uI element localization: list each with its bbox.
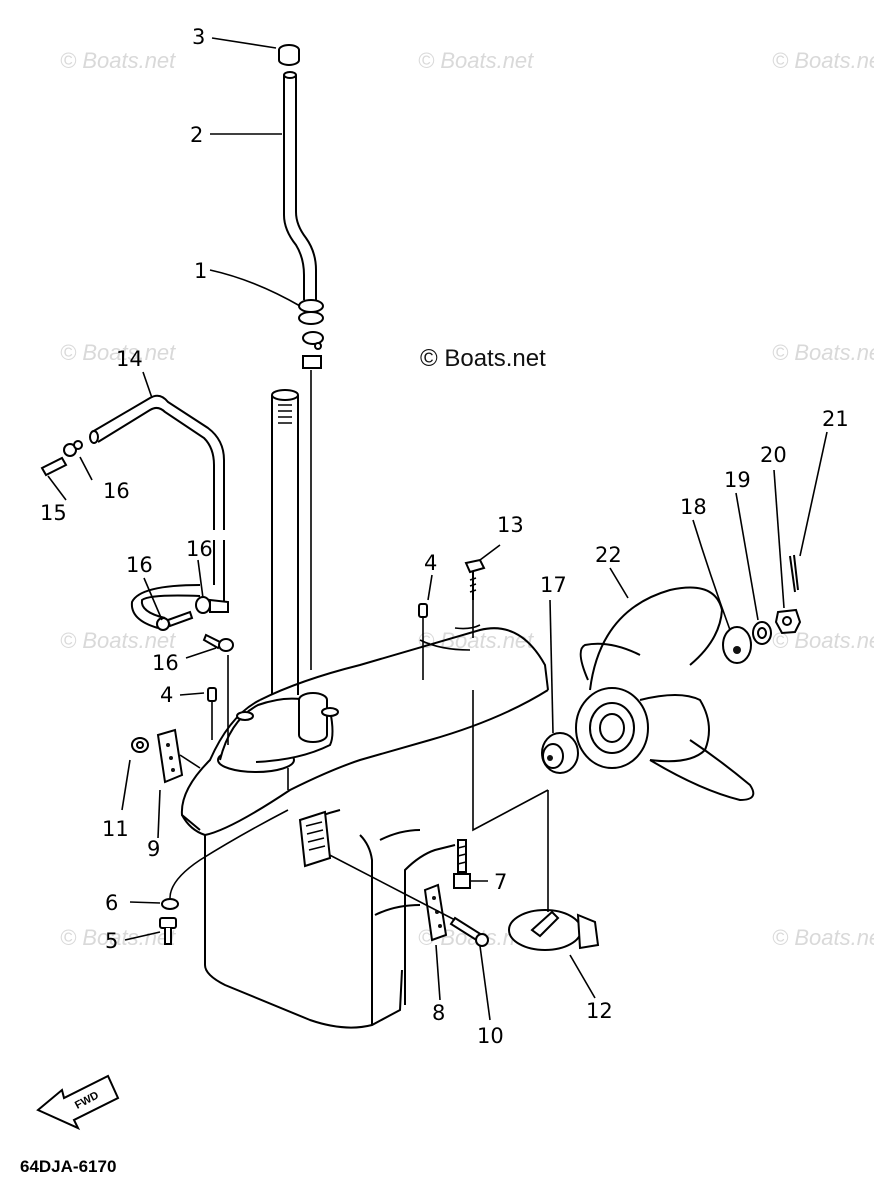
callout-6: 6 [105,891,118,915]
callout-16: 16 [152,651,179,675]
callout-7: 7 [494,870,507,894]
part-19-washer[interactable] [752,621,772,645]
callout-19: 19 [724,468,751,492]
part-3-grommet[interactable] [278,44,300,66]
watermark: © Boats.net [60,925,176,950]
watermark: © Boats.net [418,48,534,73]
part-20-nut[interactable] [774,608,802,635]
part-5-bolt[interactable] [159,917,177,945]
callout-22: 22 [595,543,622,567]
callout-16: 16 [186,537,213,561]
callout-16: 16 [103,479,130,503]
drive-shaft-housing-tube [271,389,299,695]
leader-lines [47,37,828,1021]
callout-16: 16 [126,553,153,577]
part-21-cotter-pin[interactable] [789,554,799,593]
callout-10: 10 [477,1024,504,1048]
part-6-center-line [169,809,289,899]
watermark: © Boats.net [772,925,874,950]
part-10-bolt[interactable] [449,916,489,947]
part-9-anode[interactable] [156,728,201,784]
lower-casing [180,624,549,1029]
watermark: © Boats.net [60,340,176,365]
callout-11: 11 [102,817,129,841]
part-7-bolt[interactable] [453,839,471,889]
part-4-dowel-pin-upper[interactable] [418,603,428,680]
watermark: © Boats.net [60,48,176,73]
bolt-13-center-line [472,600,549,832]
fwd-arrow-icon: FWD [36,1074,120,1131]
part-18-thrust-washer[interactable] [722,626,752,664]
part-2-water-tube[interactable] [283,71,317,300]
part-17-seal[interactable] [541,732,579,774]
callout-18: 18 [680,495,707,519]
callout-21: 21 [822,407,849,431]
callout-4: 4 [160,683,173,707]
callout-4: 4 [424,551,437,575]
part-1-grommet-set[interactable] [298,299,324,369]
callout-15: 15 [40,501,67,525]
watermark: © Boats.net [772,48,874,73]
casing-vent-slots [298,810,332,868]
part-12-trim-tab[interactable] [508,790,600,951]
callout-3: 3 [192,25,205,49]
watermark: © Boats.net [60,628,176,653]
part-15-fitting[interactable] [40,456,68,477]
callout-13: 13 [497,513,524,537]
callout-2: 2 [190,123,203,147]
part-10-center-line [319,849,456,921]
callout-12: 12 [586,999,613,1023]
callout-8: 8 [432,1001,445,1025]
callout-9: 9 [147,837,160,861]
callout-17: 17 [540,573,567,597]
part-16-clip-lower[interactable] [202,633,234,745]
part-6-washer[interactable] [161,898,179,910]
part-22-propeller[interactable] [575,586,755,802]
part-13-bolt[interactable] [464,558,486,600]
center-watermark: © Boats.net [420,345,546,372]
part-4-dowel-pin-lower[interactable] [207,687,217,740]
callout-1: 1 [194,259,207,283]
watermark: © Boats.net [772,340,874,365]
callout-20: 20 [760,443,787,467]
callout-14: 14 [116,347,143,371]
diagram-code: 64DJA-6170 [20,1157,116,1176]
callout-labels: 3 2 1 14 16 15 16 16 16 4 4 11 9 6 5 7 8… [40,25,849,1048]
part-16-clip-upper[interactable] [63,440,83,457]
watermark-group: © Boats.net © Boats.net © Boats.net © Bo… [60,48,874,950]
part-16-hose-loop[interactable] [130,584,201,631]
part-11-nut[interactable] [131,737,149,753]
callout-5: 5 [105,929,118,953]
part-14-pipe[interactable] [89,394,225,613]
